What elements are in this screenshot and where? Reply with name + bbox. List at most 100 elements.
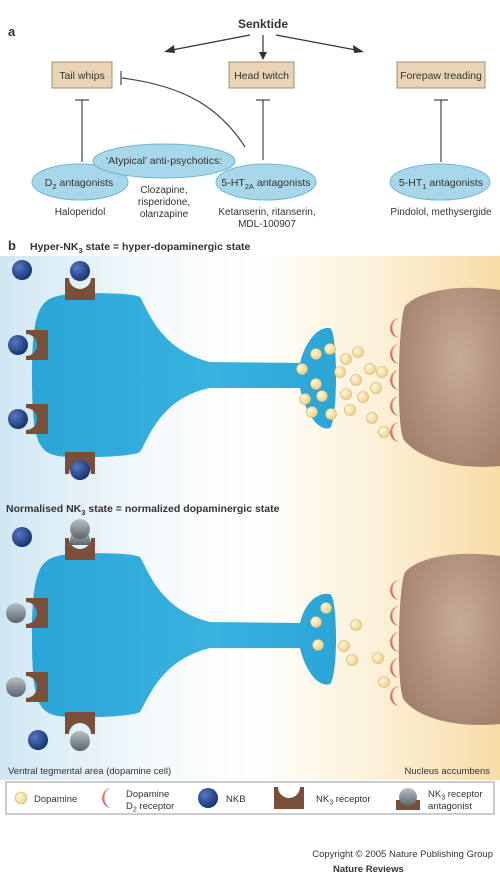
ht2a-antagonists-label: 5-HT2A antagonists — [221, 177, 310, 191]
nkb-ball — [70, 460, 90, 480]
legend-d2-line1: Dopamine — [126, 789, 169, 800]
d2-receptor — [390, 658, 400, 678]
tail-whips-box: Tail whips — [51, 61, 113, 89]
legend-dopamine-icon — [14, 791, 28, 805]
neuron-body-hyper — [32, 293, 336, 458]
dopamine-molecule — [325, 408, 337, 420]
nkb-ball — [70, 261, 90, 281]
tail-whips-label: Tail whips — [59, 70, 105, 82]
panel-b: b Hyper-NK3 state = hyper-dopaminergic s… — [0, 238, 500, 780]
d2-receptor — [390, 344, 400, 364]
nkb-ball — [8, 409, 28, 429]
legend-antagonist-line1: NK3 receptor — [428, 789, 483, 802]
d2-antagonists-ellipse — [31, 163, 129, 201]
dopamine-molecule — [350, 619, 362, 631]
dopamine-molecule — [370, 382, 382, 394]
nk3-antagonist-head — [6, 603, 26, 623]
legend-antagonist-icon — [396, 788, 420, 810]
senktide-label: Senktide — [238, 17, 288, 31]
legend-nk3-receptor-label: NK3 receptor — [316, 794, 371, 807]
nk3-antagonist-head — [6, 677, 26, 697]
legend-d2-line2: D2 receptor — [126, 801, 174, 814]
dopamine-molecule — [364, 363, 376, 375]
vta-neuron-hyper — [8, 260, 336, 480]
dopamine-molecule — [312, 639, 324, 651]
panel-a: a Senktide Tail whips Head twitch Forepa… — [8, 17, 492, 230]
dopamine-molecule — [346, 654, 358, 666]
d2-receptor — [389, 318, 400, 339]
dopamine-molecule — [352, 346, 364, 358]
d2-antagonists-label: D2 antagonists — [45, 177, 113, 191]
dopamine-molecule — [296, 363, 308, 375]
dopamine-molecule — [366, 412, 378, 424]
dopamine-molecule — [320, 602, 332, 614]
d2-receptor — [390, 686, 400, 706]
atypical-example-2: risperidone, — [138, 197, 190, 208]
d2-receptor — [390, 370, 400, 390]
dopamine-molecule — [338, 640, 350, 652]
panel-a-label: a — [8, 24, 16, 39]
d2-receptor — [390, 632, 400, 652]
ht2a-example-2: MDL-100907 — [238, 219, 296, 230]
d2-receptor — [390, 580, 400, 600]
dopamine-molecule — [310, 616, 322, 628]
head-twitch-box: Head twitch — [228, 61, 295, 89]
inhibition-lines — [75, 71, 448, 162]
nkb-ball — [28, 730, 48, 750]
d2-receptor — [390, 606, 400, 626]
ht1-antagonists-label: 5-HT1 antagonists — [399, 177, 483, 191]
legend-d2-receptor-icon — [102, 788, 112, 808]
dopamine-molecule — [340, 388, 352, 400]
legend-box — [5, 781, 495, 815]
legend: Dopamine Dopamine D2 receptor NKB NK3 re… — [5, 781, 495, 815]
arrowheads — [164, 45, 364, 60]
dopamine-molecule — [378, 676, 390, 688]
d2-receptor — [390, 422, 400, 442]
dopamine-molecule — [316, 390, 328, 402]
atypical-antipsychotics-label: ‘Atypical’ anti-psychotics: — [106, 155, 222, 167]
ht1-antagonists-ellipse — [389, 163, 491, 201]
senktide-arrows — [171, 34, 357, 54]
accumbens-terminal-normal — [398, 553, 500, 725]
dopamine-molecule — [324, 343, 336, 355]
haloperidol-label: Haloperidol — [55, 207, 106, 218]
ht2a-antagonists-ellipse — [215, 163, 317, 201]
dopamine-molecule — [350, 374, 362, 386]
dopamine-molecule — [310, 348, 322, 360]
journal-name: Nature Reviews — [333, 864, 404, 875]
nkb-ball — [12, 260, 32, 280]
accumbens-label: Nucleus accumbens — [404, 766, 490, 777]
vta-label: Ventral tegmental area (dopamine cell) — [8, 766, 171, 777]
panel-b-label: b — [8, 238, 16, 253]
dopamine-molecule — [306, 406, 318, 418]
nk3-antagonist-head — [70, 519, 90, 539]
atypical-example-1: Clozapine, — [140, 185, 187, 196]
copyright-text: Copyright © 2005 Nature Publishing Group — [312, 849, 493, 860]
legend-nkb-icon — [198, 788, 218, 808]
normal-state-title: Normalised NK3 state = normalized dopami… — [6, 503, 280, 517]
neuron-body-normal — [32, 553, 336, 718]
ht2a-example-1: Ketanserin, ritanserin, — [218, 207, 315, 218]
dopamine-molecule — [376, 366, 388, 378]
legend-dopamine-label: Dopamine — [34, 794, 77, 805]
legend-nkb-label: NKB — [226, 794, 246, 805]
accumbens-terminal-hyper — [398, 287, 500, 467]
atypical-antipsychotics-ellipse — [92, 143, 236, 179]
nkb-ball — [8, 335, 28, 355]
dopamine-molecule — [299, 393, 311, 405]
dopamine-molecule — [357, 391, 369, 403]
dopamine-molecule — [334, 366, 346, 378]
forepaw-treading-box: Forepaw treading — [396, 61, 486, 89]
d2-receptor — [390, 396, 400, 416]
head-twitch-label: Head twitch — [234, 70, 289, 82]
atypical-example-3: olanzapine — [140, 209, 189, 220]
dopamine-molecule — [310, 378, 322, 390]
legend-antagonist-line2: antagonist — [428, 801, 472, 812]
dopamine-molecule — [344, 404, 356, 416]
hyper-state-title: Hyper-NK3 state = hyper-dopaminergic sta… — [30, 241, 251, 255]
dopamine-molecule — [340, 353, 352, 365]
dopamine-molecule — [372, 652, 384, 664]
dynamic-marks — [296, 318, 400, 706]
dopamine-molecule — [378, 426, 390, 438]
